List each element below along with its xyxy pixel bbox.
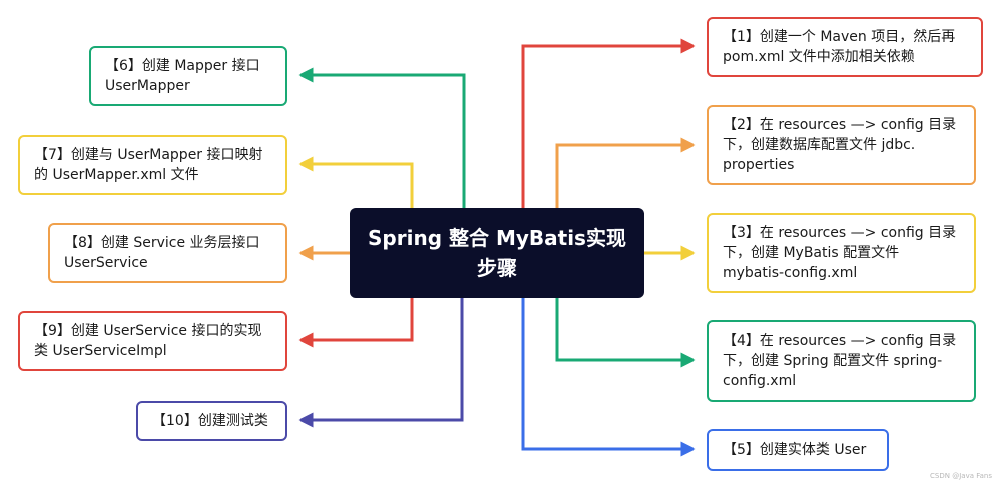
node-step-10-text: 【10】创建测试类 [152,413,268,429]
connector-step-10 [298,298,464,428]
node-step-8: 【8】创建 Service 业务层接口 UserService [48,223,287,283]
node-step-2: 【2】在 resources —> config 目录下，创建数据库配置文件 j… [707,105,976,185]
node-step-5: 【5】创建实体类 User [707,429,889,471]
node-step-2-text: 【2】在 resources —> config 目录下，创建数据库配置文件 j… [723,117,957,173]
node-step-1: 【1】创建一个 Maven 项目，然后再 pom.xml 文件中添加相关依赖 [707,17,983,77]
node-step-4: 【4】在 resources —> config 目录下，创建 Spring 配… [707,320,976,402]
node-step-7: 【7】创建与 UserMapper 接口映射的 UserMapper.xml 文… [18,135,287,195]
node-step-9: 【9】创建 UserService 接口的实现类 UserServiceImpl [18,311,287,371]
connector-step-2 [555,137,696,208]
connector-step-1 [521,38,696,208]
connector-step-4 [555,298,696,368]
node-step-6: 【6】创建 Mapper 接口 UserMapper [89,46,287,106]
center-topic-title: Spring 整合 MyBatis实现步骤 [368,226,626,280]
node-step-1-text: 【1】创建一个 Maven 项目，然后再 pom.xml 文件中添加相关依赖 [723,29,956,65]
node-step-4-text: 【4】在 resources —> config 目录下，创建 Spring 配… [723,333,957,389]
connector-step-6 [298,67,466,208]
node-step-10: 【10】创建测试类 [136,401,287,441]
connector-step-7 [298,156,414,208]
node-step-6-text: 【6】创建 Mapper 接口 UserMapper [105,58,260,94]
node-step-3-text: 【3】在 resources —> config 目录下，创建 MyBatis … [723,225,957,281]
center-topic: Spring 整合 MyBatis实现步骤 [350,208,644,298]
node-step-7-text: 【7】创建与 UserMapper 接口映射的 UserMapper.xml 文… [34,147,263,183]
node-step-5-text: 【5】创建实体类 User [723,442,867,458]
connector-step-5 [521,298,696,457]
node-step-9-text: 【9】创建 UserService 接口的实现类 UserServiceImpl [34,323,262,359]
node-step-8-text: 【8】创建 Service 业务层接口 UserService [64,235,260,271]
connector-step-9 [298,298,414,348]
watermark: CSDN @Java Fans [930,472,992,480]
node-step-3: 【3】在 resources —> config 目录下，创建 MyBatis … [707,213,976,293]
